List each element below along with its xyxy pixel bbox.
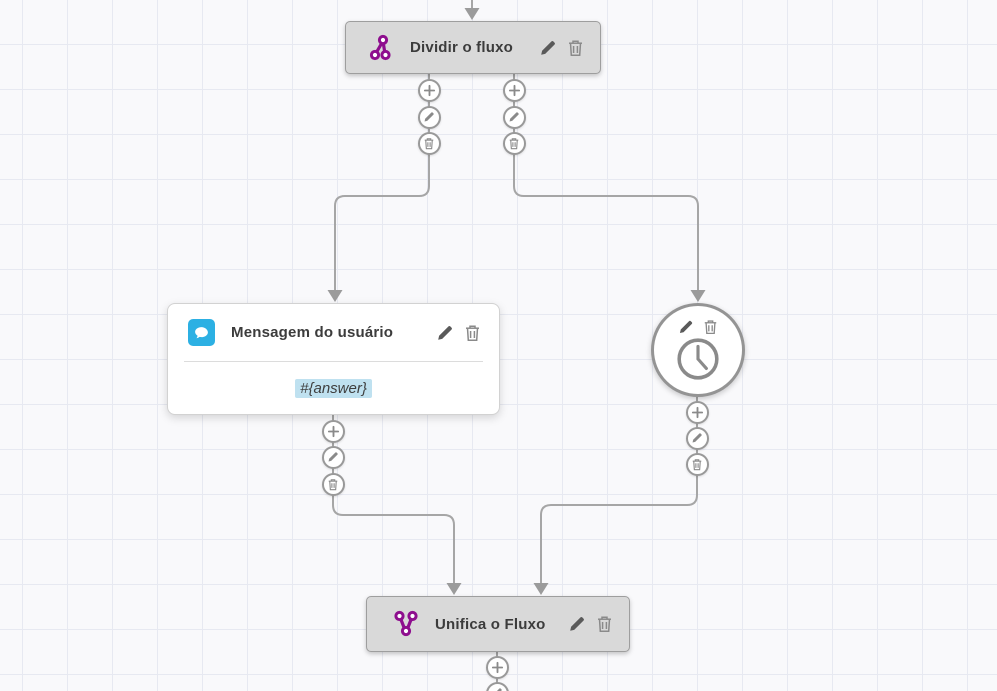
add-block-button[interactable] bbox=[685, 400, 709, 424]
node-title: Mensagem do usuário bbox=[231, 324, 394, 341]
delete-node-button[interactable] bbox=[464, 324, 481, 342]
node-dividir-fluxo[interactable]: Dividir o fluxo bbox=[345, 21, 601, 74]
node-mensagem-usuario[interactable]: Mensagem do usuário #{answer} bbox=[167, 303, 500, 415]
delete-node-button[interactable] bbox=[703, 319, 718, 335]
edit-connector-button[interactable] bbox=[502, 105, 526, 129]
add-block-button[interactable] bbox=[321, 419, 345, 443]
node-unifica-fluxo[interactable]: Unifica o Fluxo bbox=[366, 596, 630, 652]
edit-node-button[interactable] bbox=[678, 319, 694, 335]
delete-node-button[interactable] bbox=[567, 39, 584, 57]
edit-connector-button[interactable] bbox=[321, 445, 345, 469]
node-header: Mensagem do usuário bbox=[168, 304, 499, 361]
node-divider bbox=[184, 361, 483, 362]
edit-node-button[interactable] bbox=[436, 324, 454, 342]
flow-split-icon bbox=[368, 34, 394, 62]
add-block-button[interactable] bbox=[502, 78, 526, 102]
edit-node-button[interactable] bbox=[539, 39, 557, 57]
delete-connector-button[interactable] bbox=[417, 131, 441, 155]
delete-connector-button[interactable] bbox=[502, 131, 526, 155]
node-body: #{answer} bbox=[168, 362, 499, 415]
edit-node-button[interactable] bbox=[568, 615, 586, 633]
node-timer[interactable] bbox=[651, 303, 745, 397]
delete-connector-button[interactable] bbox=[321, 472, 345, 496]
flow-merge-icon bbox=[393, 610, 419, 638]
add-block-button[interactable] bbox=[485, 655, 509, 679]
variable-chip: #{answer} bbox=[295, 379, 372, 398]
edit-connector-button[interactable] bbox=[685, 426, 709, 450]
chat-bubble-icon bbox=[188, 319, 215, 346]
node-title: Unifica o Fluxo bbox=[435, 615, 546, 633]
delete-connector-button[interactable] bbox=[685, 452, 709, 476]
node-title: Dividir o fluxo bbox=[410, 39, 514, 56]
clock-icon bbox=[675, 336, 721, 387]
edit-connector-button[interactable] bbox=[417, 105, 441, 129]
delete-node-button[interactable] bbox=[596, 615, 613, 633]
add-block-button[interactable] bbox=[417, 78, 441, 102]
